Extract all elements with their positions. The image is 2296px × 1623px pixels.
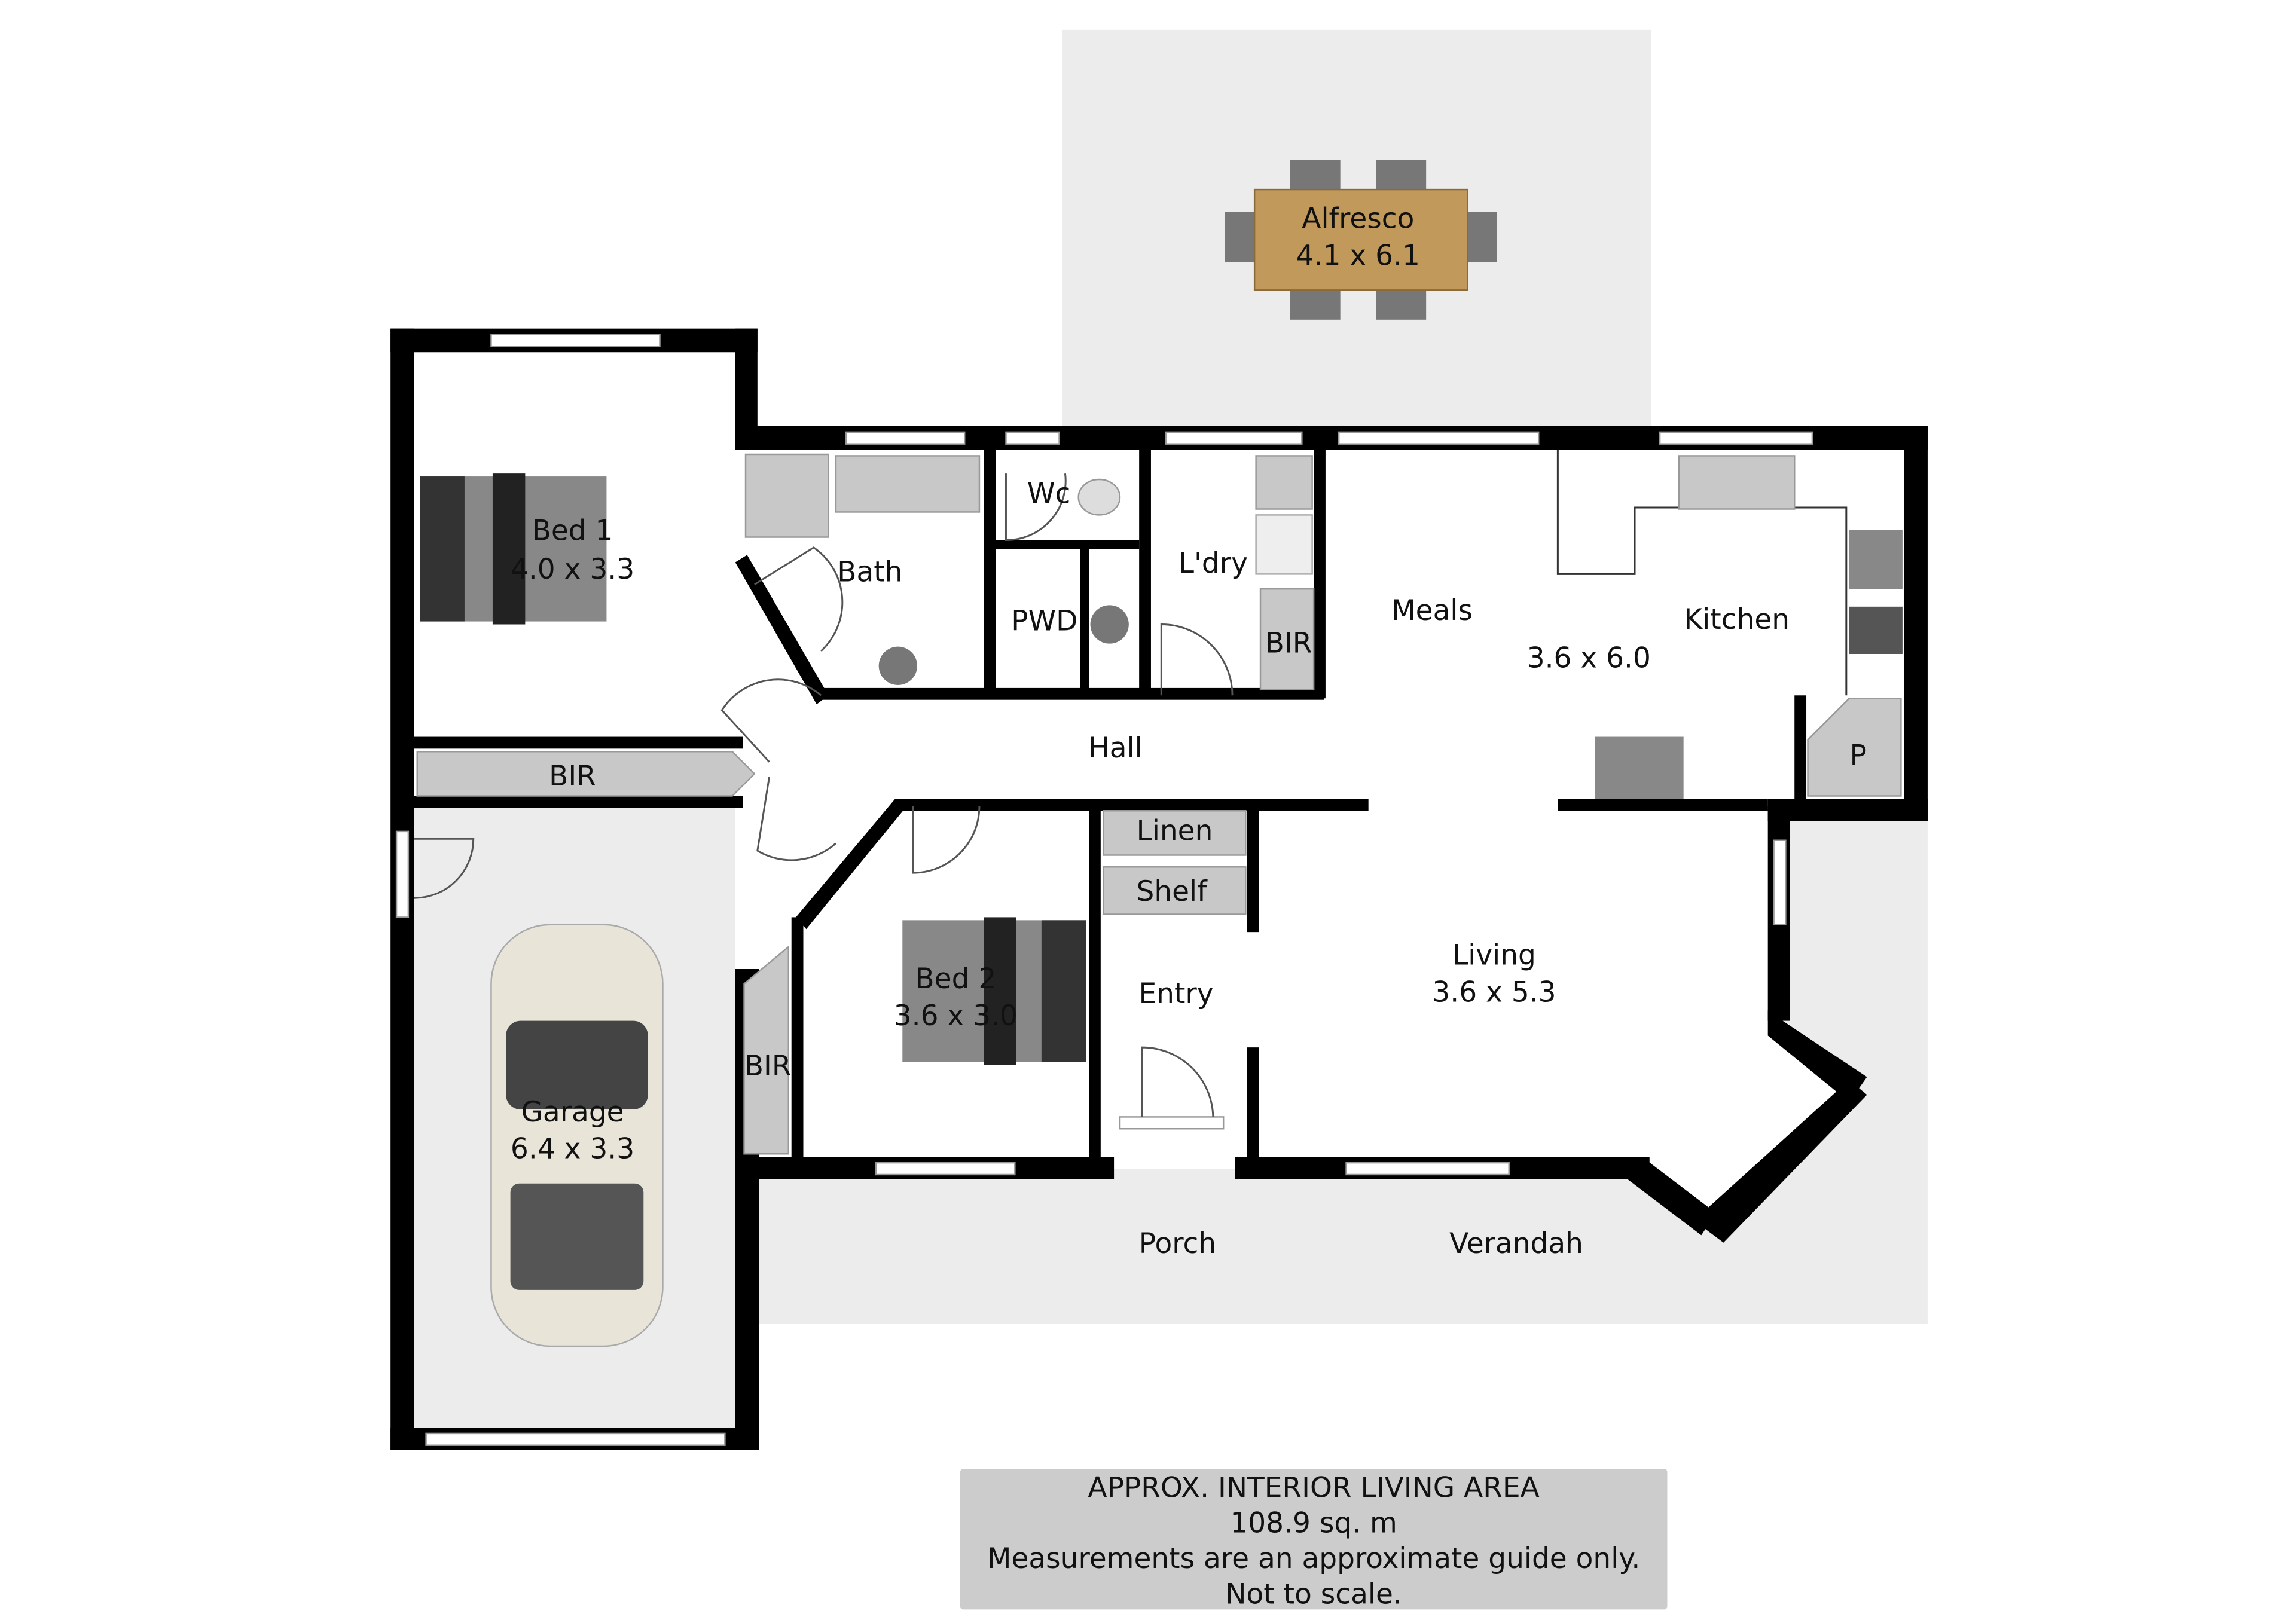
laundry-tub-icon	[1255, 455, 1313, 510]
fridge-icon	[1595, 736, 1684, 799]
laundry-label: L'dry	[1178, 547, 1248, 580]
dining-table-icon	[1225, 160, 1497, 320]
verandah-area	[759, 806, 1928, 1324]
toilet-icon	[1077, 478, 1121, 516]
alfresco-size: 4.1 x 6.1	[1296, 239, 1420, 272]
bed1-size: 4.0 x 3.3	[511, 553, 634, 586]
linen-label: Linen	[1137, 815, 1213, 848]
area-note-disclaimer: Measurements are an approximate guide on…	[987, 1542, 1640, 1575]
walls	[390, 328, 1928, 1450]
oven-icon	[1849, 606, 1903, 654]
area-note-title: APPROX. INTERIOR LIVING AREA	[1088, 1471, 1539, 1504]
shelf-label: Shelf	[1137, 875, 1208, 908]
bed2-icon	[902, 917, 1086, 1065]
living-size: 3.6 x 5.3	[1432, 976, 1556, 1008]
kitchen-label: Kitchen	[1684, 603, 1790, 636]
bir-laundry	[1259, 588, 1315, 690]
windows	[395, 334, 1813, 1446]
area-note: APPROX. INTERIOR LIVING AREA 108.9 sq. m…	[960, 1469, 1668, 1610]
pwd-basin-icon	[1090, 605, 1129, 644]
hall-label: Hall	[1088, 732, 1142, 765]
pantry	[1807, 697, 1902, 797]
garage-label: Garage	[521, 1096, 624, 1129]
kitchen-bench	[1556, 450, 1848, 696]
bed1-icon	[420, 473, 607, 625]
area-note-scale: Not to scale.	[1225, 1578, 1402, 1610]
washer-icon	[1255, 514, 1313, 575]
bed1-label: Bed 1	[532, 514, 613, 547]
entry-label: Entry	[1138, 977, 1213, 1010]
pantry-label: P	[1849, 739, 1866, 772]
bir-bed2-label: BIR	[744, 1050, 792, 1083]
kitchen-sink-icon	[1678, 455, 1796, 510]
linen-cupboard	[1103, 810, 1247, 856]
area-note-area: 108.9 sq. m	[1230, 1507, 1397, 1540]
porch-label: Porch	[1139, 1227, 1216, 1260]
kitchen-meals-size: 3.6 x 6.0	[1527, 641, 1651, 674]
cooktop-icon	[1849, 530, 1903, 589]
bir-laundry-label: BIR	[1265, 627, 1312, 660]
living-label: Living	[1452, 939, 1536, 972]
pwd-label: PWD	[1011, 604, 1077, 637]
bir-bed1-label: BIR	[549, 760, 596, 793]
bir-bed1	[416, 751, 756, 797]
garage-size: 6.4 x 3.3	[511, 1133, 634, 1166]
door-swings	[414, 473, 1234, 1117]
verandah-label: Verandah	[1449, 1227, 1583, 1260]
bathtub-icon	[835, 455, 981, 513]
bed2-label: Bed 2	[915, 962, 996, 995]
bed2-size: 3.6 x 3.0	[894, 1000, 1018, 1032]
wc-label: Wc	[1027, 478, 1070, 511]
shower-icon	[744, 453, 829, 538]
shelf-cupboard	[1103, 866, 1247, 915]
bir-bed2	[743, 945, 789, 1155]
bath-label: Bath	[837, 556, 902, 589]
alfresco-label: Alfresco	[1302, 202, 1414, 235]
basin-icon	[878, 646, 918, 685]
meals-label: Meals	[1391, 594, 1473, 627]
car-icon	[490, 924, 664, 1347]
